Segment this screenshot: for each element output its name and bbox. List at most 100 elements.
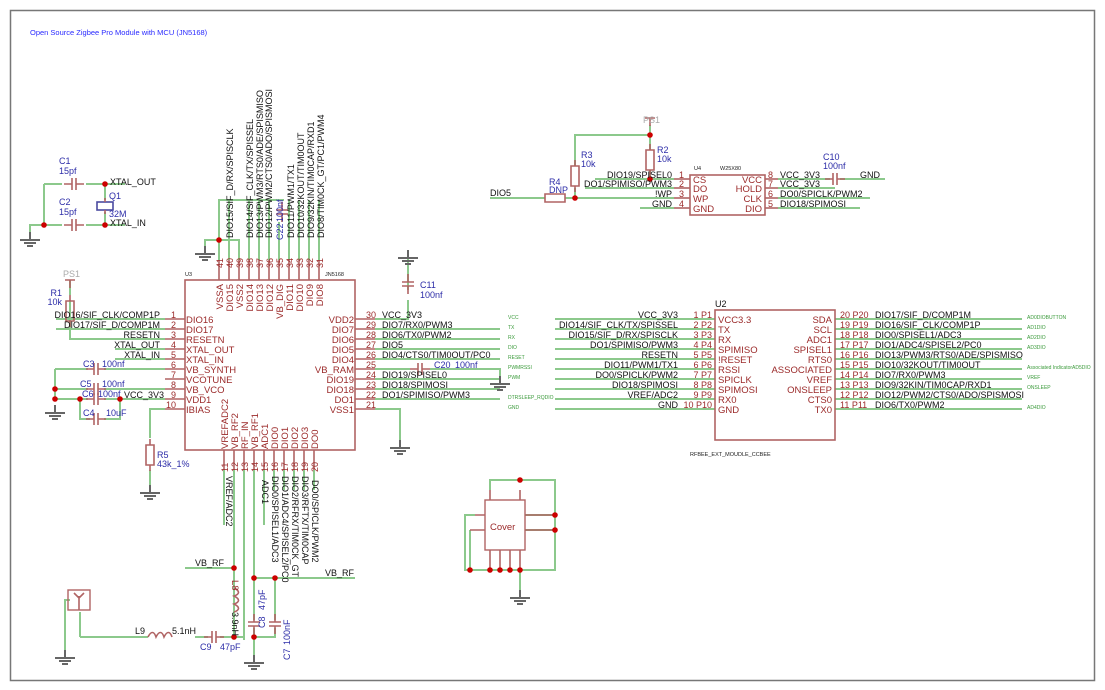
net-label: DIO1/ADC4/SPISEL2/PC0 bbox=[280, 476, 290, 583]
pin-note: AD0DIOBUTTON bbox=[1027, 315, 1066, 321]
pin-name: CLK bbox=[744, 194, 763, 205]
ground-icon bbox=[195, 246, 215, 261]
pin-number: 22 bbox=[366, 390, 376, 400]
net-label: DIO17/SIF_D/COMP1M bbox=[64, 320, 160, 330]
ground-icon bbox=[390, 440, 410, 455]
label: L8 bbox=[229, 580, 240, 591]
pin-number: 17 bbox=[280, 462, 290, 472]
pin-number: 9 P9 bbox=[693, 390, 712, 400]
label: 100nf bbox=[455, 360, 478, 370]
pin-number: 1 bbox=[679, 170, 684, 180]
pin-number: 37 bbox=[255, 258, 265, 268]
label: C4 bbox=[83, 408, 95, 418]
pin-name: SPISEL1 bbox=[793, 345, 832, 356]
pin-name: VB_VCO bbox=[186, 385, 225, 396]
pin-number: 34 bbox=[285, 258, 295, 268]
pin-note: RESET bbox=[508, 355, 525, 361]
capacitor bbox=[64, 219, 84, 231]
pin-note: Associated IndicatorAD5DIO bbox=[1027, 365, 1091, 371]
net-label: DIO13/PWM3/RTS0/ADE/SPISMISO bbox=[875, 350, 1023, 360]
capacitor bbox=[825, 173, 845, 185]
pin-name: DIO12 bbox=[265, 284, 276, 311]
capacitor bbox=[86, 363, 106, 375]
junction-dot bbox=[507, 567, 513, 573]
net-label: VCC_3V3 bbox=[638, 310, 678, 320]
pin-number: 4 bbox=[171, 340, 176, 350]
u4-body bbox=[689, 174, 766, 216]
pin-number: 33 bbox=[295, 258, 305, 268]
pin-name: VCOTUNE bbox=[186, 375, 232, 386]
pin-name: DIO14 bbox=[245, 284, 256, 311]
net-label: DIO8/TIM0CK_GT/PC1/PWM4 bbox=[316, 114, 326, 238]
pin-number: 11 P11 bbox=[840, 400, 867, 410]
pin-number: 16 bbox=[270, 462, 280, 472]
net-label: DIO18/SPIMOSI bbox=[780, 199, 846, 209]
pin-name: VB_RF2 bbox=[230, 413, 241, 449]
pin-number: 13 bbox=[240, 462, 250, 472]
pin-number: 5 bbox=[171, 350, 176, 360]
pin-number: 26 bbox=[366, 350, 376, 360]
label: 32M bbox=[109, 209, 127, 219]
label: Q1 bbox=[109, 191, 121, 201]
pin-number: 7 P7 bbox=[693, 370, 712, 380]
capacitor bbox=[276, 202, 288, 222]
pin-number: 7 bbox=[171, 370, 176, 380]
pin-name: VSSA bbox=[215, 283, 226, 309]
pin-name: DIO4 bbox=[332, 355, 354, 366]
net-label: GND bbox=[652, 199, 673, 209]
net-label: DO0/SPICLK/PWM2 bbox=[595, 370, 678, 380]
net-label: ADC1 bbox=[260, 480, 270, 504]
net-label: DIO16/SIF_CLK/COMP1P bbox=[54, 310, 160, 320]
pin-name: DO1 bbox=[334, 395, 354, 406]
capacitor bbox=[64, 178, 84, 190]
pin-name: XTAL_IN bbox=[186, 355, 224, 366]
pin-number: 10 bbox=[166, 400, 176, 410]
pin-number: 21 bbox=[366, 400, 376, 410]
junction-dot bbox=[467, 567, 473, 573]
net-label: DIO15/SIF_D/RX/SPISCLK bbox=[568, 330, 678, 340]
label: VCC_3V3 bbox=[124, 390, 164, 400]
net-label: DIO17/SIF_D/COMP1M bbox=[875, 310, 971, 320]
pin-name: DIO1 bbox=[280, 427, 291, 449]
ground-icon bbox=[490, 376, 510, 391]
pin-number: 3 bbox=[171, 330, 176, 340]
net-label: DIO2/RFRX/TIM0CK_GT bbox=[290, 476, 300, 578]
ground-symbol bbox=[490, 376, 510, 391]
pin-note: AD1DIO bbox=[1027, 325, 1046, 331]
pin-name: DIO19 bbox=[327, 375, 354, 386]
junction-dot bbox=[231, 565, 237, 571]
pin-number: 24 bbox=[366, 370, 376, 380]
net-label: VCC_3V3 bbox=[780, 170, 820, 180]
ground-symbol bbox=[20, 232, 40, 247]
ground-icon bbox=[244, 655, 264, 670]
ground-icon bbox=[55, 650, 75, 665]
antenna-symbol bbox=[73, 592, 85, 610]
pin-note: DTRSLEEP_RQDIO bbox=[508, 395, 554, 401]
ground-symbol bbox=[45, 405, 65, 420]
junction-dot bbox=[102, 222, 108, 228]
junction-dot bbox=[251, 575, 257, 581]
net-label: VCC_3V3 bbox=[780, 179, 820, 189]
u2-body bbox=[714, 309, 836, 441]
pin-number: 30 bbox=[366, 310, 376, 320]
pin-name: RX bbox=[718, 335, 732, 346]
capacitor bbox=[86, 383, 106, 395]
pin-name: DIO13 bbox=[255, 284, 266, 311]
net-label: DIO0/SPISEL1/ADC3 bbox=[875, 330, 962, 340]
junction-dot bbox=[647, 132, 653, 138]
label: C2 bbox=[59, 197, 71, 207]
net-label: DIO4/CTS0/TIM0OUT/PC0 bbox=[382, 350, 491, 360]
capacitor bbox=[204, 631, 224, 643]
label: R2 bbox=[657, 145, 669, 155]
capacitor bbox=[86, 393, 106, 405]
ground-icon bbox=[398, 250, 418, 265]
label: R5 bbox=[157, 450, 169, 460]
pin-name: ONSLEEP bbox=[787, 385, 832, 396]
pin-name: ASSOCIATED bbox=[771, 365, 832, 376]
ground-icon bbox=[510, 590, 530, 605]
ground-icon bbox=[45, 405, 65, 420]
net-label: DO1/SPIMISO/PWM3 bbox=[382, 390, 470, 400]
label: 10k bbox=[47, 297, 62, 307]
cover-body bbox=[484, 499, 526, 551]
pin-number: 3 bbox=[679, 189, 684, 199]
